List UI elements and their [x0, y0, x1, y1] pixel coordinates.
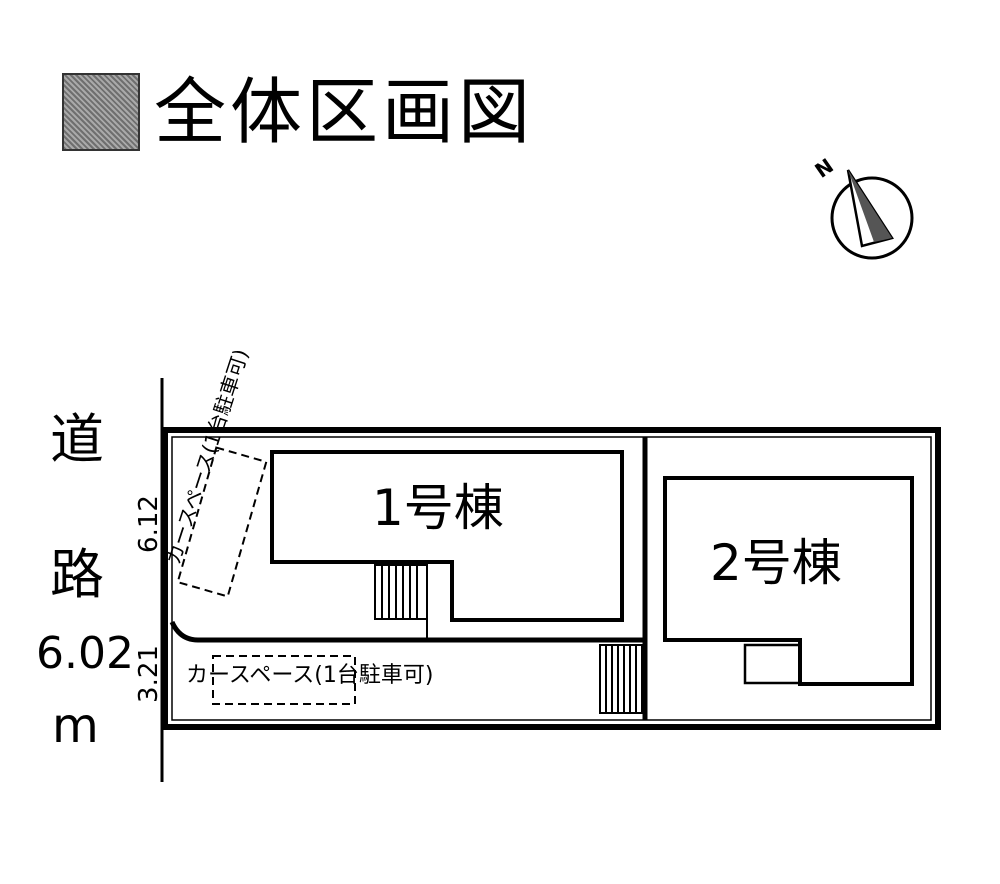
- building-1-outline: [270, 450, 624, 622]
- page-title: 全体区画図: [154, 70, 535, 154]
- road-label-char-1: 道: [50, 408, 104, 471]
- road-width: 6.02: [36, 628, 134, 679]
- building-1-porch: [374, 564, 428, 620]
- title-block: 全体区画図: [62, 72, 534, 152]
- north-arrow-icon: N: [810, 153, 914, 260]
- lot-1-boundary: [169, 620, 645, 643]
- title-marker: [62, 73, 140, 151]
- building-2-porch: [743, 643, 802, 685]
- building-1-steps: [381, 566, 418, 618]
- site-boundary: [162, 427, 941, 730]
- approach-steps: [599, 644, 643, 714]
- parking-space-1-outline: [176, 446, 268, 598]
- building-1-label: 1号棟: [372, 479, 504, 537]
- site-boundary-inner: [171, 436, 932, 721]
- road-width-unit: m: [52, 698, 99, 754]
- building-2-label: 2号棟: [710, 534, 842, 592]
- parking-space-2-outline: [212, 655, 356, 705]
- road-label-char-2: 路: [50, 543, 104, 606]
- parking-space-2-label: カースペース(1台駐車可): [186, 663, 434, 688]
